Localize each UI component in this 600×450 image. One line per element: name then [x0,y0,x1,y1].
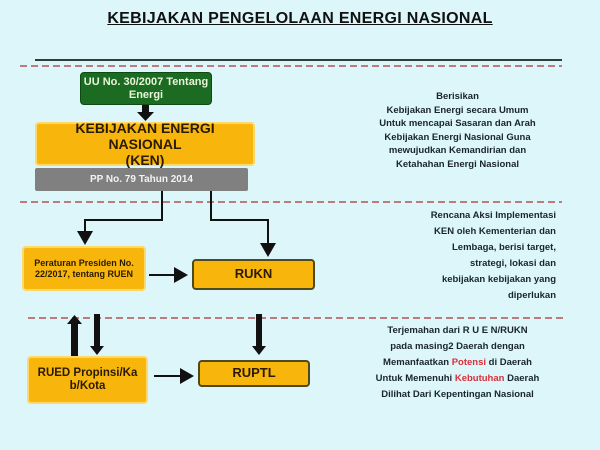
note-line: Rencana Aksi Implementasi [430,210,556,221]
note-line: pada masing2 Daerah dengan [390,341,525,352]
note-text: Daerah [504,373,540,384]
note-line: Terjemahan dari R U E N/RUKN [387,325,528,336]
ruen-description: Rencana Aksi Implementasi KEN oleh Kemen… [380,208,556,304]
arrow-up [67,315,82,356]
note-line: Dilihat Dari Kepentingan Nasional [381,389,534,400]
rued-box: RUED Propinsi/Kab/Kota [27,356,148,404]
note-line: strategi, lokasi dan [469,258,556,269]
note-text: di Daerah [486,357,532,368]
note-line: Untuk mencapai Sasaran dan Arah [379,118,536,129]
arrow-down [90,314,104,355]
note-line: Kebijakan Energi Nasional Guna [384,131,531,143]
note-text: Memanfaatkan [383,357,452,368]
highlight-kebutuhan: Kebutuhan [454,373,505,384]
note-line: Memanfaatkan Potensi di Daerah [350,355,565,371]
note-line: Berisikan [436,91,479,102]
note-text: Untuk Memenuhi [375,373,455,384]
highlight-potensi: Potensi [451,357,486,368]
page-title: KEBIJAKAN PENGELOLAAN ENERGI NASIONAL [107,10,493,27]
pp-box: PP No. 79 Tahun 2014 [35,168,248,191]
note-line: Kebijakan Energi secara Umum [386,104,529,116]
connector-to-rukn [210,191,276,257]
ken-description: Berisikan Kebijakan Energi secara Umum U… [360,90,555,171]
ken-box: KEBIJAKAN ENERGI NASIONAL (KEN) [35,119,255,169]
perpres-ruen-box: Peraturan Presiden No. 22/2017, tentang … [22,246,146,291]
rued-description: Terjemahan dari R U E N/RUKN pada masing… [350,323,565,403]
uu-energi-box: UU No. 30/2007 Tentang Energi [80,72,212,105]
rukn-box: RUKN [192,259,315,290]
note-line: KEN oleh Kementerian dan [434,226,556,237]
note-line: Ketahahan Energi Nasional [395,158,519,170]
connector-to-perpres [77,191,163,245]
note-line: Untuk Memenuhi Kebutuhan Daerah [350,371,565,387]
ken-title: KEBIJAKAN ENERGI NASIONAL [75,119,215,152]
ken-abbr: (KEN) [125,152,165,169]
note-line: kebijakan kebijakan yang [441,274,556,285]
note-line: Lembaga, berisi target, [451,242,556,253]
ruptl-box: RUPTL [198,360,310,387]
arrow-down [137,104,154,121]
note-line: mewujudkan Kemandirian dan [388,145,527,156]
note-line: diperlukan [507,290,556,301]
arrow-down [252,314,266,355]
